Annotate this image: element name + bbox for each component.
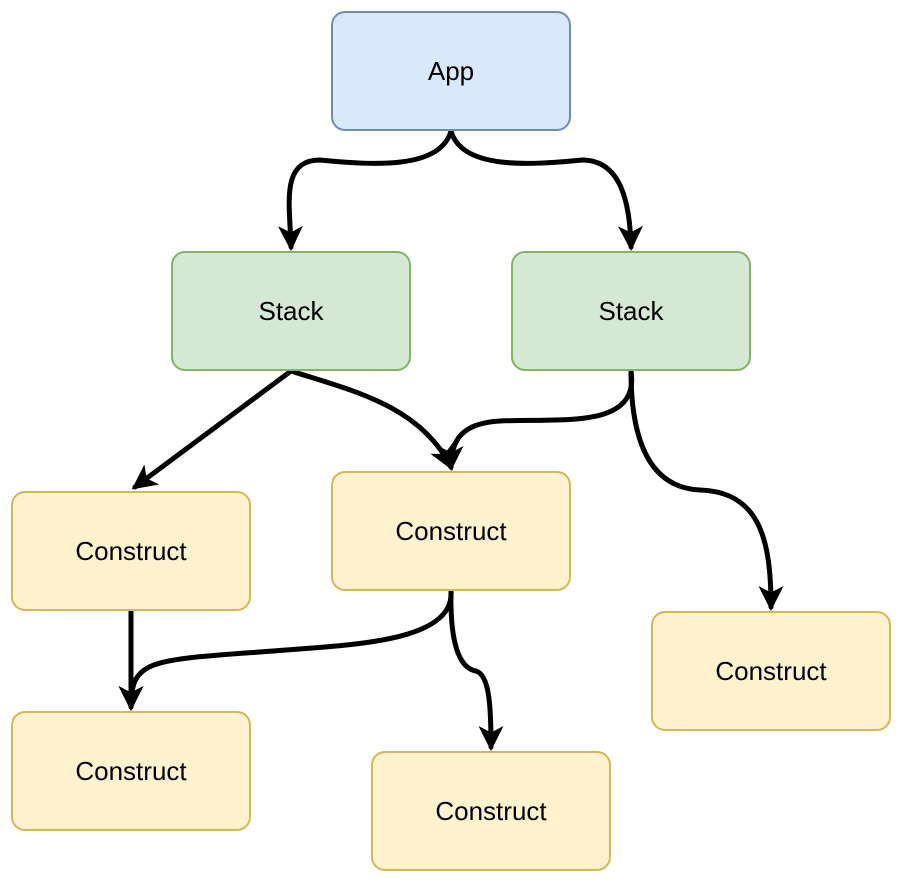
construct-node-1: Construct (11, 491, 251, 611)
stack-node-right: Stack (511, 251, 751, 371)
construct-node-3: Construct (651, 611, 891, 731)
edge-stack-right-to-construct-2 (438, 368, 635, 472)
edge-construct-2-to-construct-4 (118, 588, 454, 712)
construct-node-4-label: Construct (75, 755, 187, 786)
construct-node-2: Construct (331, 471, 571, 591)
construct-node-1-label: Construct (75, 535, 187, 566)
construct-node-4: Construct (11, 711, 251, 831)
app-node-label: App (427, 55, 475, 86)
edge-stack-right-to-construct-3 (628, 368, 784, 612)
edge-stack-left-to-construct-1 (131, 368, 294, 490)
construct-node-3-label: Construct (715, 655, 827, 686)
construct-node-5-label: Construct (435, 795, 547, 826)
edge-app-to-stack-left (277, 128, 454, 251)
edge-stack-left-to-construct-2 (288, 368, 454, 471)
construct-node-5: Construct (371, 751, 611, 871)
stack-node-left: Stack (171, 251, 411, 371)
construct-node-2-label: Construct (395, 515, 507, 546)
app-node: App (331, 11, 571, 131)
stack-node-left-label: Stack (258, 295, 324, 326)
edge-app-to-stack-right (448, 128, 643, 251)
stack-node-right-label: Stack (598, 295, 664, 326)
edge-construct-2-to-construct-5 (448, 588, 504, 752)
